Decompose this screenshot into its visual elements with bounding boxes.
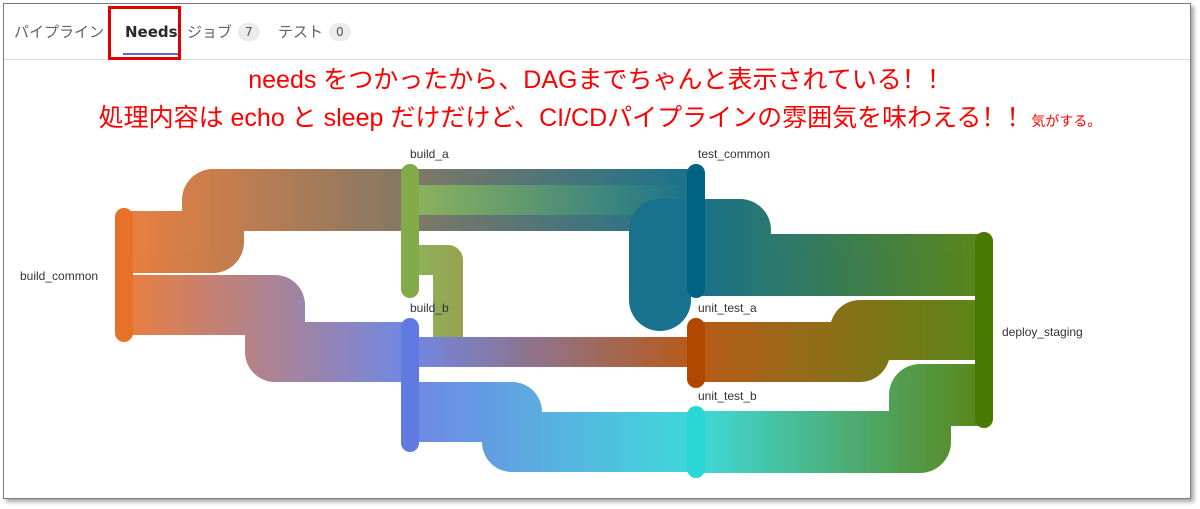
annotation-line-2: 処理内容は echo と sleep だけだけど、CI/CDパイプラインの雰囲気…	[0, 98, 1200, 134]
link-test-common-deploy-staging	[629, 199, 984, 331]
tab-tests[interactable]: テスト 0	[278, 20, 351, 44]
label-deploy-staging: deploy_staging	[1002, 325, 1083, 339]
node-build-a[interactable]	[401, 164, 419, 298]
tests-count-badge: 0	[329, 23, 351, 41]
link-build-common-test-common	[124, 169, 696, 273]
label-unit-test-a: unit_test_a	[698, 301, 757, 315]
label-build-common: build_common	[20, 269, 98, 283]
label-build-a: build_a	[410, 147, 449, 161]
link-unit-test-b-deploy-staging	[696, 364, 984, 473]
tab-bar: パイプライン Needs ジョブ 7 テスト 0	[4, 4, 1190, 60]
label-test-common: test_common	[698, 147, 770, 161]
node-test-common[interactable]	[687, 164, 705, 298]
tab-needs-label: Needs	[125, 23, 178, 41]
label-build-b: build_b	[410, 301, 449, 315]
node-unit-test-a[interactable]	[687, 318, 705, 388]
link-unit-test-a-deploy-staging	[696, 300, 984, 382]
tab-tests-label: テスト	[278, 23, 324, 41]
tab-jobs[interactable]: ジョブ 7	[187, 20, 260, 44]
tab-needs[interactable]: Needs	[123, 20, 180, 55]
annotation-line-2-main: 処理内容は echo と sleep だけだけど、CI/CDパイプラインの雰囲気…	[98, 104, 1032, 132]
tab-pipeline[interactable]: パイプライン	[14, 20, 104, 44]
needs-tab-highlight-box	[108, 6, 181, 60]
label-unit-test-b: unit_test_b	[698, 389, 757, 403]
jobs-count-badge: 7	[238, 23, 260, 41]
node-build-common[interactable]	[115, 208, 133, 342]
tab-pipeline-label: パイプライン	[14, 23, 105, 41]
link-build-common-build-b	[124, 275, 410, 382]
annotation-line-2-small: 気がする。	[1031, 113, 1102, 129]
node-unit-test-b[interactable]	[687, 406, 705, 478]
node-deploy-staging[interactable]	[975, 232, 993, 428]
annotation-line-1: needs をつかったから、DAGまでちゃんと表示されている！！	[248, 66, 952, 94]
tab-jobs-label: ジョブ	[187, 23, 233, 41]
node-build-b[interactable]	[401, 318, 419, 452]
active-tab-indicator	[123, 53, 180, 55]
link-build-b-unit-test-b	[410, 382, 696, 472]
